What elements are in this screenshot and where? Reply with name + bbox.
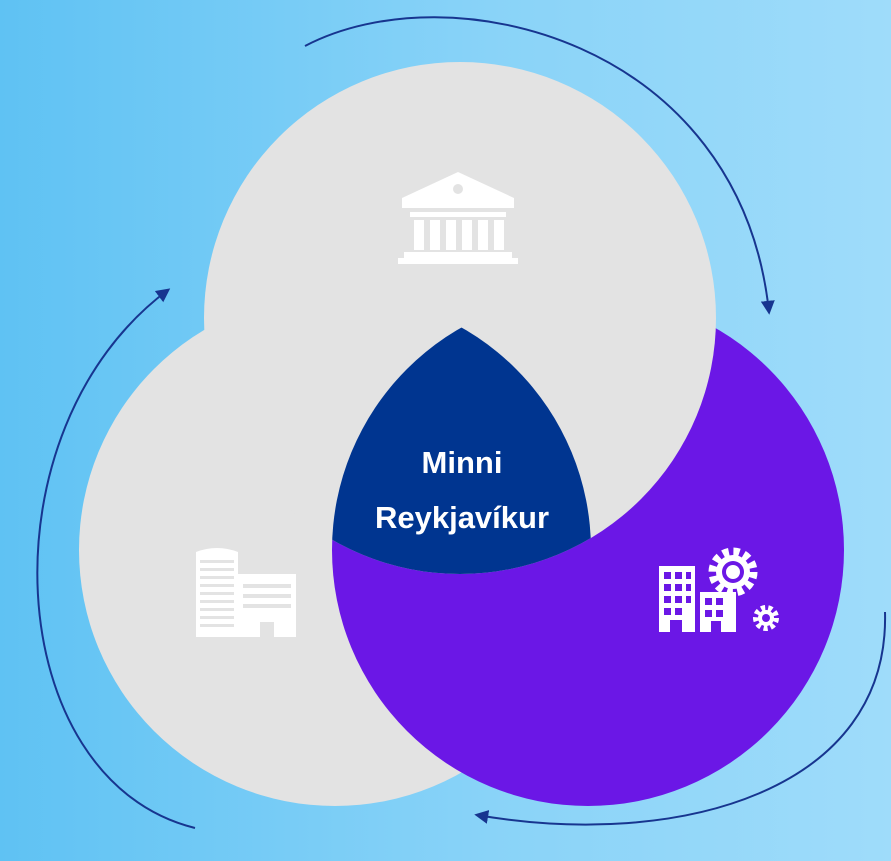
cycle-arrow-left — [36, 288, 196, 829]
center-label-line1: Minni — [422, 445, 503, 480]
circle-top — [204, 62, 716, 574]
center-label-line2: Reykjavíkur — [375, 500, 549, 535]
cycle-arrow-top — [304, 16, 775, 315]
cycle-arrow-right — [474, 611, 887, 826]
bank-building-icon — [398, 172, 518, 264]
industry-gear-icon — [659, 547, 779, 632]
office-building-icon — [196, 548, 296, 637]
